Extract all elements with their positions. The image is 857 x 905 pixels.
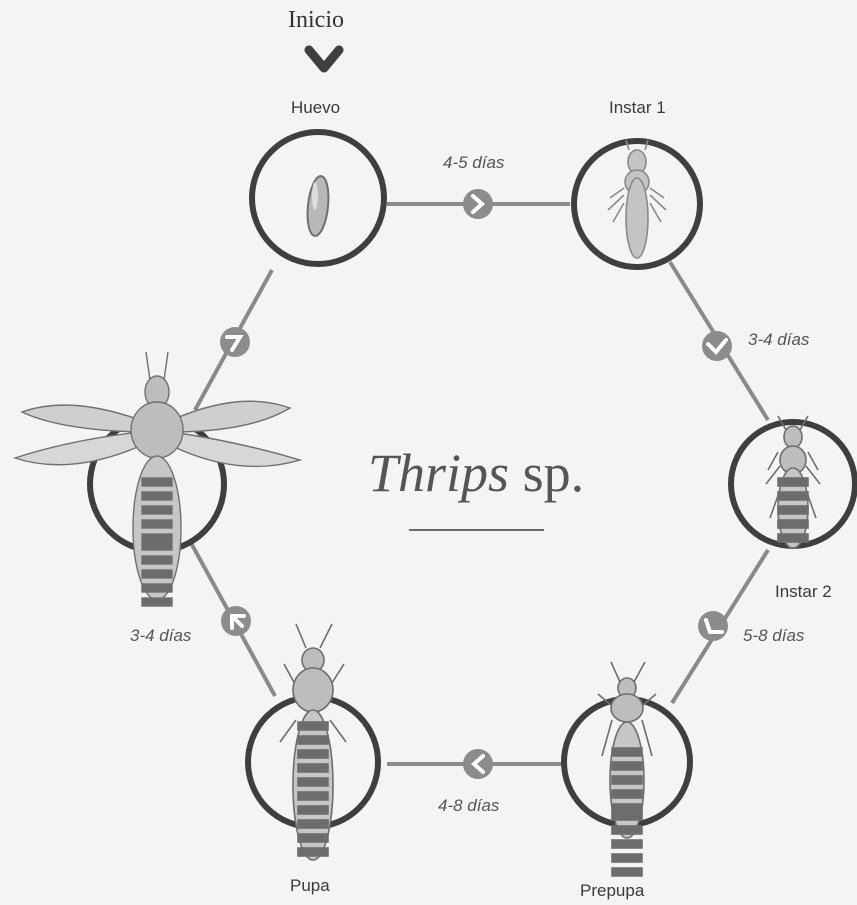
start-chevron-icon [309,50,339,68]
arrow-badge-right-icon [463,189,493,219]
arrow-badge-up-left-icon [221,606,251,636]
stage-label-instar1: Instar 1 [609,98,666,118]
adult-thrips-illustration [15,352,300,606]
stage-label-prepupa: Prepupa [580,881,644,901]
duration-instar2-to-prepupa: 5-8 días [743,626,804,646]
arrow-badge-up-right-icon [220,327,250,357]
arrow-badge-down-right-icon [702,331,732,361]
duration-instar1-to-instar2: 3-4 días [748,330,809,350]
duration-egg-to-instar1: 4-5 días [443,153,504,173]
title-genus: Thrips [368,443,509,503]
stage-label-instar2: Instar 2 [775,582,832,602]
title-suffix: sp. [523,443,585,503]
start-label: Inicio [288,7,344,34]
stage-label-pupa: Pupa [290,876,330,896]
duration-pupa-to-adult: 3-4 días [130,626,191,646]
stage-label-egg: Huevo [291,98,340,118]
duration-prepupa-to-pupa: 4-8 días [438,796,499,816]
arrow-badge-left-icon [463,749,493,779]
diagram-title: Thrips sp. [368,442,584,504]
arrow-badge-down-left-icon [698,611,728,641]
